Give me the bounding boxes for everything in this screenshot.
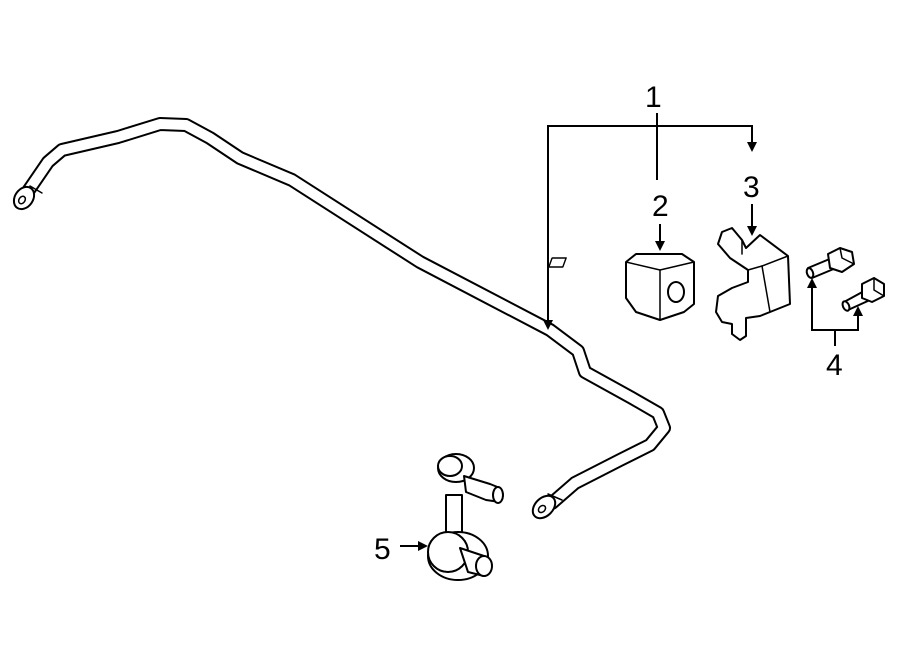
bushing [548, 253, 695, 321]
callout-1-group: 1 [543, 81, 757, 330]
stabilizer-bar [12, 117, 671, 520]
callout-5: 5 [374, 533, 391, 566]
bolt-upper [805, 247, 855, 279]
callout-2-group: 2 [652, 190, 669, 251]
callout-1: 1 [645, 81, 662, 114]
stabilizer-link [427, 453, 504, 581]
bolt-lower [841, 277, 885, 312]
bar-right-end [531, 493, 563, 520]
callout-4-group: 4 [807, 278, 863, 382]
callout-5-group: 5 [374, 533, 428, 566]
callout-2: 2 [652, 190, 669, 223]
bushing-bracket [715, 227, 791, 341]
callout-3-group: 3 [743, 171, 760, 236]
callout-3: 3 [743, 171, 760, 204]
bar-left-end [12, 185, 43, 211]
callout-4: 4 [826, 349, 843, 382]
